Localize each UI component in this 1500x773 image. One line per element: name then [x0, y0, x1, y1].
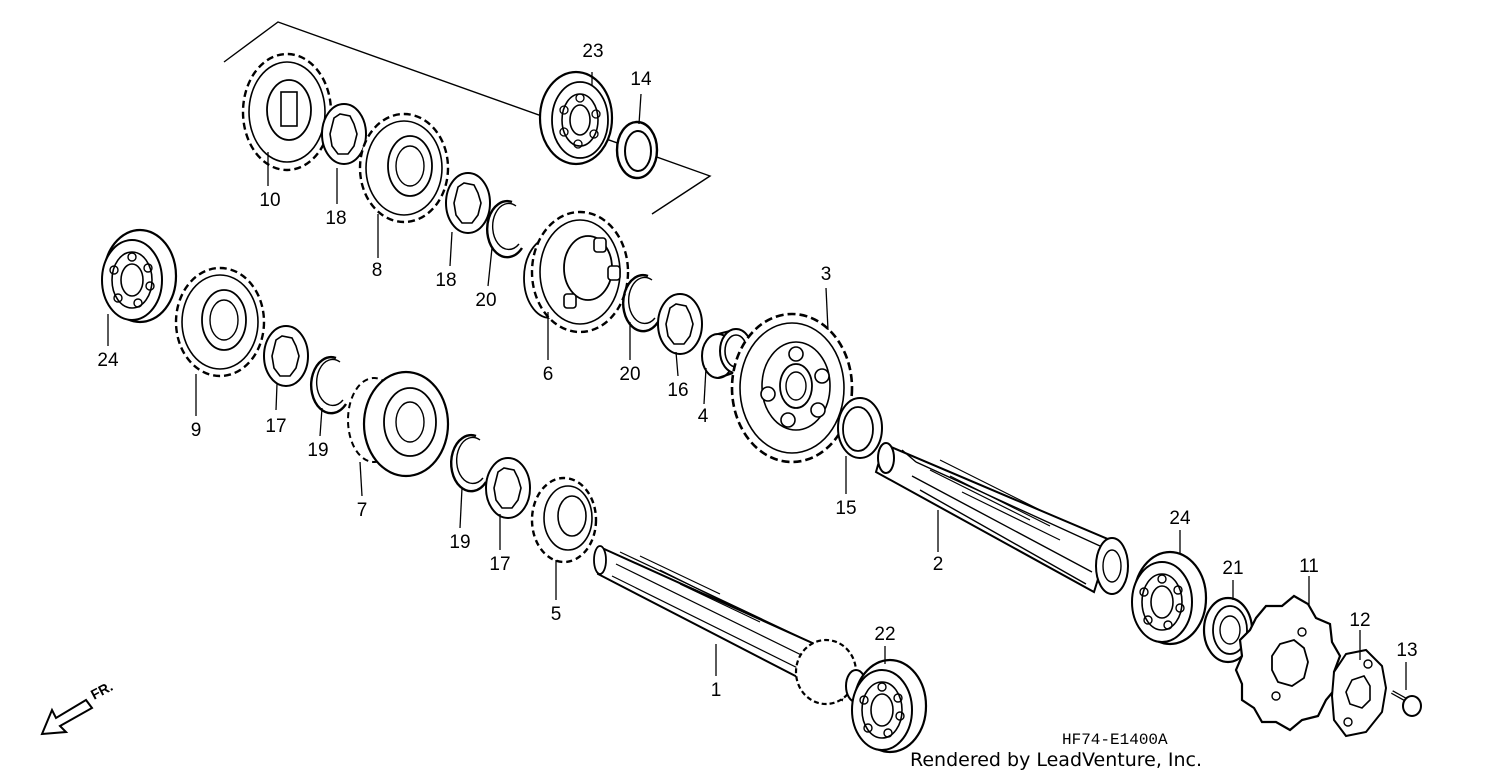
label-19-lower: 19: [449, 532, 470, 553]
label-18-upper: 18: [325, 208, 346, 229]
label-16: 16: [667, 380, 688, 401]
label-7: 7: [357, 500, 368, 521]
label-9: 9: [191, 420, 202, 441]
gear-3: [730, 312, 854, 464]
label-24-right: 24: [1169, 508, 1191, 529]
gear-7: [347, 370, 450, 478]
label-23: 23: [582, 41, 603, 62]
front-direction-arrow: FR.: [40, 678, 115, 736]
label-20-upper: 20: [475, 290, 496, 311]
label-12: 12: [1349, 610, 1370, 631]
label-11: 11: [1299, 556, 1319, 577]
label-20-lower: 20: [619, 364, 640, 385]
label-14: 14: [630, 69, 652, 90]
label-3: 3: [821, 264, 832, 285]
label-22: 22: [874, 624, 895, 645]
subassembly-outline: [223, 21, 712, 215]
label-19-upper: 19: [307, 440, 328, 461]
label-8: 8: [372, 260, 383, 281]
mainshaft-1: [593, 545, 867, 706]
gear-5: [530, 476, 598, 564]
label-10: 10: [259, 190, 280, 211]
sprocket-11: [1234, 594, 1342, 732]
label-17-upper: 17: [265, 416, 286, 437]
front-marker-text: FR.: [88, 678, 115, 703]
countershaft-2: [874, 442, 1129, 595]
label-2: 2: [933, 554, 944, 575]
part-labels: 10 18 8 18 20 23 14 6 20 16 4 3 15 2 24 …: [97, 41, 1417, 701]
gear-10: [241, 52, 333, 172]
label-17-lower: 17: [489, 554, 510, 575]
gear-9: [174, 266, 266, 378]
washer-14: [615, 120, 659, 180]
diagram-code: HF74-E1400A: [1062, 731, 1168, 749]
label-5: 5: [551, 604, 562, 625]
bearing-24-left: [100, 228, 178, 324]
bearing-24-right: [1130, 550, 1208, 646]
label-18-lower: 18: [435, 270, 456, 291]
label-24-left: 24: [97, 350, 119, 371]
fixing-plate-12: [1330, 648, 1388, 738]
label-1: 1: [711, 680, 722, 701]
label-4: 4: [698, 406, 709, 427]
gear-6: [523, 210, 630, 334]
label-15: 15: [835, 498, 856, 519]
gear-8: [358, 112, 450, 224]
leader-lines: [107, 72, 1407, 690]
bearing-23: [538, 70, 614, 166]
bearing-22: [850, 658, 928, 754]
credit-text: Rendered by LeadVenture, Inc.: [910, 749, 1202, 771]
label-13: 13: [1396, 640, 1417, 661]
bolt-13: [1391, 690, 1422, 717]
label-6: 6: [543, 364, 554, 385]
label-21: 21: [1222, 558, 1243, 579]
